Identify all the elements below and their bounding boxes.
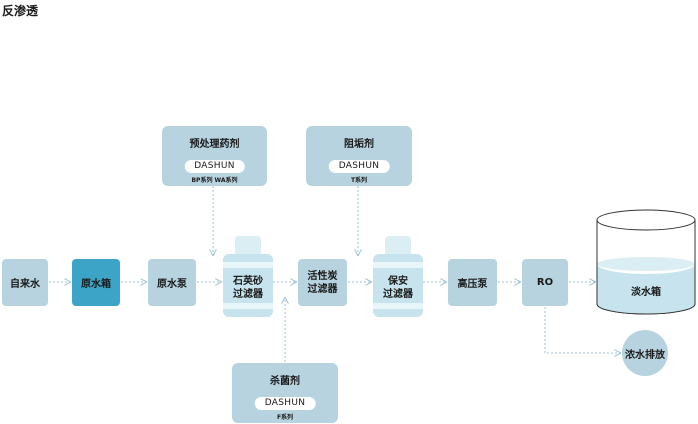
node-raw-water-tank: 原水箱 [72,259,120,306]
node-safety-filter: 保安过滤器 [373,236,423,317]
fresh-tank-label: 淡水箱 [631,287,661,298]
node-concentrate-discharge: 浓水排放 [622,330,668,376]
node-tap-water: 自来水 [2,259,48,306]
brand-pill: DASHUN [328,160,390,173]
node-ro: RO [522,259,568,306]
brand-pill: DASHUN [254,397,316,410]
node-activated-carbon-filter: 活性炭 过滤器 [298,259,347,306]
node-quartz-sand-filter: 石英砂过滤器 [223,236,273,317]
node-high-pressure-pump: 高压泵 [448,259,497,306]
brand-pill: DASHUN [184,160,245,173]
chem-antiscalant: 阻垢剂 DASHUN T系列 [306,126,412,186]
arrow-ro-to-concentrate [544,307,620,353]
node-raw-water-pump: 原水泵 [148,259,196,306]
chem-biocide: 杀菌剂 DASHUN F系列 [232,363,338,423]
node-fresh-water-tank [596,209,696,315]
page-title: 反渗透 [2,4,39,18]
chem-pretreatment-agent: 预处理药剂 DASHUN BP系列 WA系列 [162,126,267,186]
